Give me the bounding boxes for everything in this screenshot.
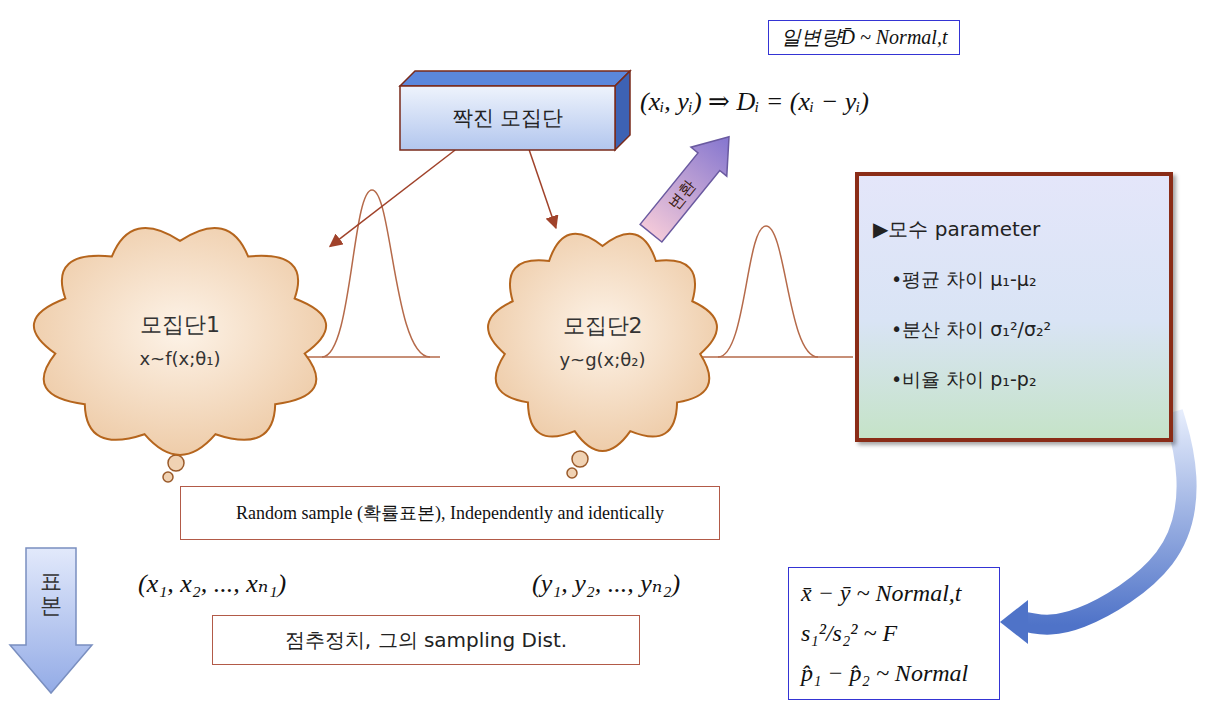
curved-arrow xyxy=(1026,412,1187,625)
sampling-box: Random sample (확률표본), Independently and … xyxy=(180,486,720,540)
sampling-dist-box: x̄ − ȳ ~ Normal,t s₁²/s₂² ~ F p̂₁ − p̂₂ ~… xyxy=(788,567,1000,700)
transform-arrow: 변환 xyxy=(633,122,747,247)
estimator-box: 점추정치, 그의 sampling Dist. xyxy=(212,615,640,665)
connector-line xyxy=(330,150,455,246)
node-text: p̂₁ − p̂₂ ~ Normal xyxy=(801,660,968,687)
arrow-head xyxy=(1000,600,1028,644)
population-cloud: 모집단1 x~f(x;θ₁) xyxy=(30,222,330,457)
node-text: ▶모수 parameter xyxy=(873,216,1040,243)
parameter-panel: ▶모수 parameter •평균 차이 μ₁-μ₂ •분산 차이 σ₁²/σ₂² •… xyxy=(855,172,1173,442)
node-text: Random sample (확률표본), Independently and … xyxy=(236,501,664,525)
population-block: 짝진 모집단 xyxy=(400,86,615,150)
node-text: •평균 차이 μ₁-μ₂ xyxy=(891,267,1037,293)
formula-label: (xᵢ, yᵢ) ⇒ Dᵢ = (xᵢ − yᵢ) xyxy=(640,86,869,117)
node-text: 짝진 모집단 xyxy=(452,104,564,132)
node-text: 점추정치, 그의 sampling Dist. xyxy=(285,627,567,654)
node-text: 일변량D̄ ~ Normal,t xyxy=(781,24,948,51)
connector xyxy=(529,150,556,228)
node-text: s₁²/s₂² ~ F xyxy=(801,620,897,647)
node-text: y~g(x;θ₂) xyxy=(559,349,645,370)
node-outline xyxy=(30,222,330,457)
cloud-tail xyxy=(163,451,588,482)
sample-arrow: 표본 xyxy=(10,548,92,693)
distribution-box: 일변량D̄ ~ Normal,t xyxy=(768,20,960,55)
connector-line xyxy=(529,150,556,228)
node-text: •비율 차이 p₁-p₂ xyxy=(891,367,1037,393)
formula-label: (x₁, x₂, ..., xₙ₁) xyxy=(138,568,286,599)
node-text: 모집단2 xyxy=(563,311,643,341)
node-outline xyxy=(485,228,720,453)
node-text: x̄ − ȳ ~ Normal,t xyxy=(801,580,962,607)
connector xyxy=(1000,412,1187,644)
node-text: •분산 차이 σ₁²/σ₂² xyxy=(891,317,1051,343)
node-text: 모집단1 xyxy=(140,310,220,340)
connector xyxy=(330,150,455,246)
node-text: x~f(x;θ₁) xyxy=(139,348,220,369)
population-cloud: 모집단2 y~g(x;θ₂) xyxy=(485,228,720,453)
formula-label: (y₁, y₂, ..., yₙ₂) xyxy=(532,568,680,599)
node-text: 표본 xyxy=(40,570,62,618)
